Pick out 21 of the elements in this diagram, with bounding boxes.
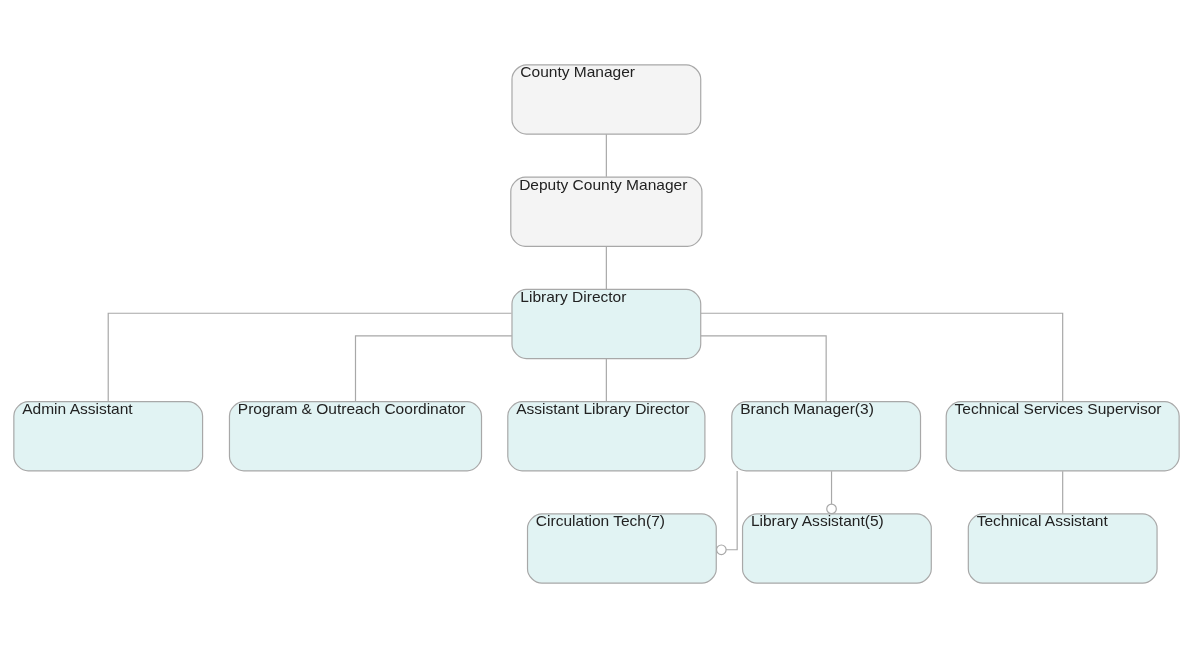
connector [605,246,607,290]
node-box: Branch Manager(3) [731,401,922,472]
connector [107,312,513,402]
node-box: Technical Services Supervisor [945,401,1180,472]
node-box: Assistant Library Director [507,401,706,472]
node-box: Circulation Tech(7) [526,513,717,584]
node-box: Library Assistant(5) [741,513,932,584]
node-box: Deputy County Manager [510,176,703,247]
node-box: Admin Assistant [13,401,204,472]
connector [715,470,738,556]
connector [605,133,607,178]
connector [826,470,837,515]
node-box: Library Director [511,288,702,360]
connector [354,335,513,402]
connector [700,312,1064,402]
connector [1062,470,1064,515]
node-box: Technical Assistant [967,513,1158,584]
node-box: Program & Outreach Coordinator [228,401,483,472]
connector [700,335,827,402]
connector [605,358,607,402]
node-box: County Manager [511,64,702,135]
